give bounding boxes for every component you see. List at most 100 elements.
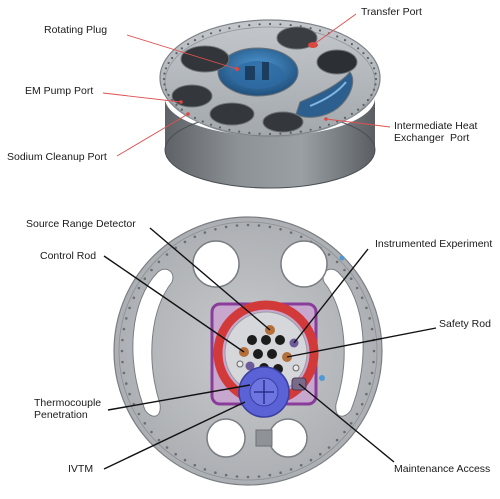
bolt [343, 116, 347, 119]
bolt [163, 83, 166, 86]
bolt [289, 468, 293, 471]
bolt [349, 422, 353, 425]
bolt [357, 47, 360, 50]
leader-source-range-detector [149, 227, 271, 331]
bolt [137, 286, 141, 290]
transfer-port-opening [276, 26, 318, 50]
port-opening-bottom [262, 111, 304, 133]
vessel-head-3d [159, 19, 381, 189]
bolt [336, 120, 339, 123]
bolt [374, 72, 377, 75]
vessel-side-wall [165, 98, 375, 188]
bolt [238, 130, 241, 133]
bolt [164, 88, 168, 91]
bolt [327, 123, 330, 126]
bolt [174, 452, 177, 456]
bolt [368, 382, 372, 385]
bolt [150, 268, 153, 272]
bolt [128, 306, 131, 310]
bolt [122, 371, 126, 375]
leader-instrumented-experiment [293, 248, 369, 344]
leader-control-rod [103, 255, 245, 353]
bolt [366, 98, 369, 102]
bolt [372, 349, 376, 353]
bolt [289, 131, 292, 134]
bolt [362, 52, 365, 55]
bolt [246, 223, 250, 227]
bolt [224, 473, 228, 477]
bolt [289, 24, 292, 27]
bolt [201, 120, 204, 123]
bolt [163, 72, 166, 75]
bolt [258, 23, 261, 26]
bolt [343, 430, 346, 434]
bolt [165, 253, 169, 256]
label-maintenance-access: Maintenance Access [394, 463, 491, 475]
bolt [257, 475, 261, 478]
bolt [203, 468, 207, 471]
bolt [193, 116, 197, 119]
bolt [238, 25, 241, 28]
bolt [365, 392, 368, 396]
bolt [175, 52, 178, 55]
bolt [165, 446, 169, 449]
bolt [366, 56, 369, 60]
label-instrumented-experiment: Instrumented Experiment [375, 238, 493, 250]
bolt [279, 471, 282, 475]
bolt [183, 240, 187, 244]
bolt [350, 43, 353, 46]
bolt [201, 35, 204, 38]
plate-hole-lower-right [268, 418, 308, 458]
bolt [122, 327, 126, 331]
bolt [357, 108, 360, 111]
cover-plate-top-view [113, 216, 383, 486]
bolt [235, 475, 239, 478]
leader-transfer-port [312, 13, 357, 46]
bolt [246, 475, 250, 479]
label-rotating-plug: Rotating Plug [44, 24, 108, 36]
plate-bolt-circle [120, 223, 376, 479]
bolt [309, 128, 312, 131]
label-intermediate-heat-exchanger-port: Intermediate Heat Exchanger Port [394, 120, 478, 144]
bolt [268, 22, 272, 26]
bolt [279, 23, 282, 26]
bolt [372, 360, 375, 364]
bolt [289, 231, 293, 234]
bolt [150, 430, 153, 434]
bolt [370, 371, 374, 375]
bolt [368, 317, 372, 320]
bottom-leader-lines [103, 227, 437, 470]
label-em-pump-port: EM Pump Port [25, 85, 94, 97]
bolt [210, 123, 213, 126]
bolt [365, 306, 368, 310]
bolt [268, 473, 272, 477]
bolt [319, 452, 322, 456]
bolt [210, 32, 213, 35]
bolt [125, 382, 128, 385]
label-transfer-port: Transfer Port [361, 6, 422, 18]
bolt [362, 103, 365, 106]
leader-maintenance-access [298, 383, 395, 463]
bolt [299, 463, 303, 467]
bolt [164, 67, 168, 70]
bolt [187, 43, 190, 46]
bolt [125, 317, 128, 320]
bolt [171, 56, 174, 60]
bolt [370, 327, 374, 331]
bolt [370, 93, 373, 97]
bolt [193, 463, 197, 467]
flange-bolt-circle [162, 22, 378, 136]
label-sodium-cleanup-port: Sodium Cleanup Port [7, 151, 107, 163]
bolt [183, 458, 187, 462]
bolt [180, 108, 183, 111]
bolt [299, 130, 302, 133]
port-opening-right [316, 49, 358, 75]
bolt [343, 39, 347, 42]
plate-hole-upper-left [192, 240, 240, 288]
plate-hole-lower-left [206, 418, 246, 458]
bolt [335, 260, 339, 264]
label-thermocouple-penetration: Thermocouple Penetration [34, 397, 102, 421]
bolt [336, 35, 339, 38]
bolt [193, 235, 197, 239]
